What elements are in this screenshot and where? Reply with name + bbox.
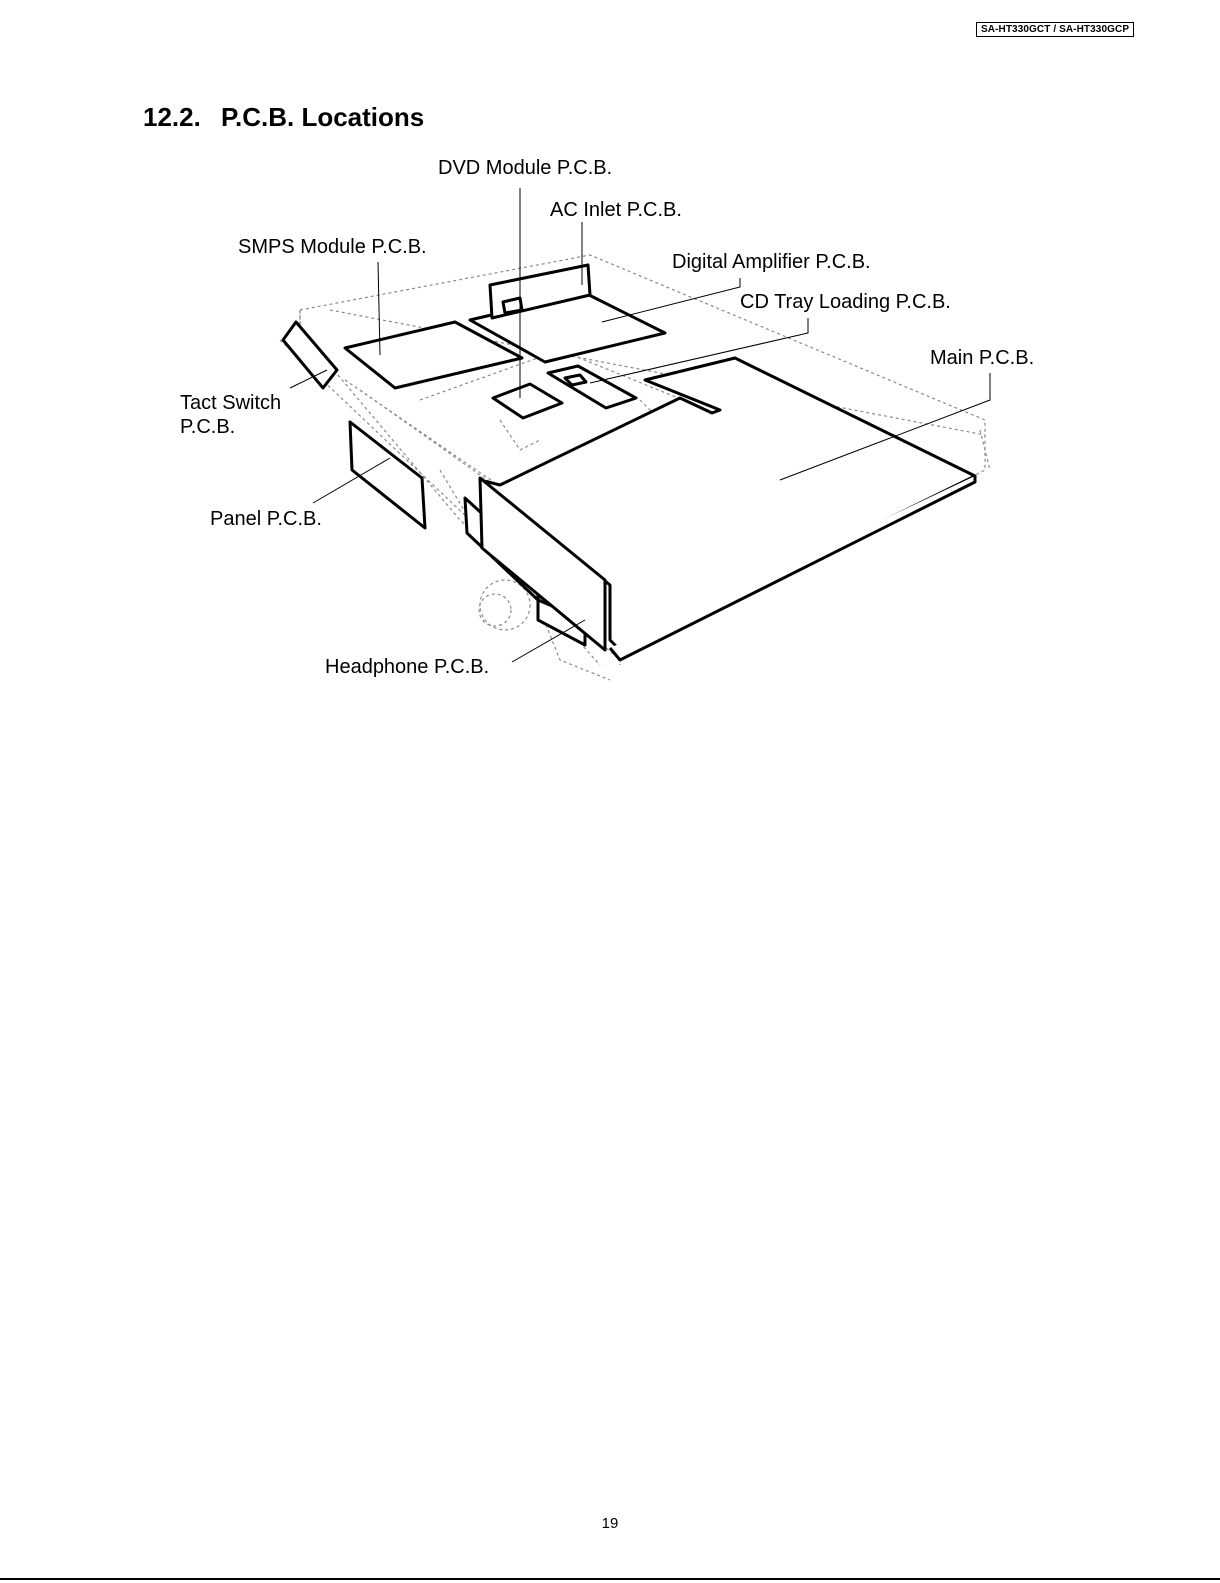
label-smps-module: SMPS Module P.C.B. [238, 236, 427, 258]
label-main: Main P.C.B. [930, 347, 1034, 369]
label-tact-switch-line2: P.C.B. [180, 416, 235, 438]
label-headphone: Headphone P.C.B. [325, 656, 489, 678]
label-tact-switch-line1: Tact Switch [180, 392, 281, 414]
label-panel: Panel P.C.B. [210, 508, 322, 530]
pcb-location-diagram: DVD Module P.C.B. AC Inlet P.C.B. SMPS M… [0, 0, 1220, 700]
dvd-module-board [493, 384, 562, 418]
page-number: 19 [0, 1515, 1220, 1532]
label-dvd-module: DVD Module P.C.B. [438, 157, 612, 179]
footer-rule [0, 1578, 1220, 1580]
label-cd-tray-loading: CD Tray Loading P.C.B. [740, 291, 951, 313]
label-ac-inlet: AC Inlet P.C.B. [550, 199, 682, 221]
label-digital-amplifier: Digital Amplifier P.C.B. [672, 251, 871, 273]
